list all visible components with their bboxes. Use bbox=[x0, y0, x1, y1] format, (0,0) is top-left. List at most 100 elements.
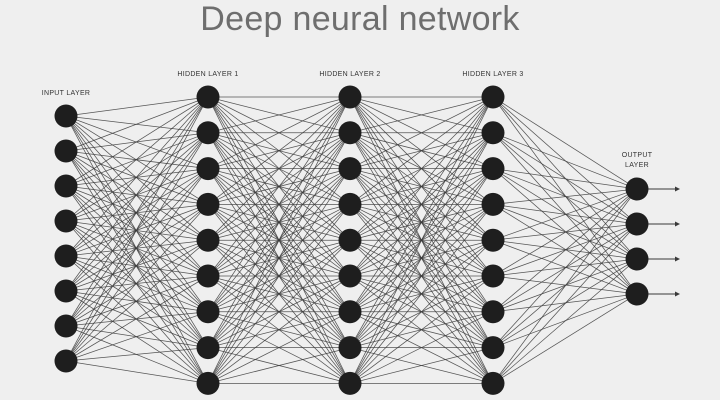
connection-l2-n8-to-l3-n6 bbox=[349, 311, 494, 384]
connection-l1-n3-to-l2-n0 bbox=[207, 96, 351, 205]
connection-l2-n8-to-l3-n7 bbox=[349, 347, 494, 384]
neuron-layer1-node4 bbox=[196, 228, 220, 252]
connection-l0-n2-to-l1-n4 bbox=[65, 185, 209, 241]
connection-l3-n4-to-l4-n0 bbox=[492, 188, 638, 241]
neuron-layer2-node6 bbox=[338, 300, 362, 324]
connection-l0-n4-to-l1-n7 bbox=[65, 255, 209, 348]
connection-l0-n5-to-l1-n8 bbox=[65, 290, 209, 384]
neuron-layer3-node6 bbox=[481, 300, 505, 324]
output-arrows bbox=[648, 186, 680, 297]
connection-l1-n8-to-l2-n3 bbox=[207, 204, 351, 384]
layer-label-4-line-0: OUTPUT bbox=[622, 152, 653, 159]
connection-l3-n5-to-l4-n0 bbox=[492, 188, 638, 277]
connection-l2-n8-to-l3-n2 bbox=[349, 168, 494, 384]
connection-l1-n8-to-l2-n5 bbox=[207, 275, 351, 384]
neuron-layer1-node2 bbox=[196, 157, 220, 181]
output-arrow-head-2 bbox=[675, 256, 680, 262]
connection-l2-n7-to-l3-n0 bbox=[349, 96, 494, 348]
neuron-layer3-node4 bbox=[481, 228, 505, 252]
neuron-layer1-node8 bbox=[196, 371, 220, 395]
connection-l3-n6-to-l4-n0 bbox=[492, 188, 638, 313]
connection-l0-n1-to-l1-n4 bbox=[65, 150, 209, 241]
connection-l1-n8-to-l2-n4 bbox=[207, 239, 351, 384]
connection-l0-n6-to-l1-n8 bbox=[65, 325, 209, 384]
connection-l1-n6-to-l2-n0 bbox=[207, 96, 351, 313]
layer-label-1-line-0: HIDDEN LAYER 1 bbox=[177, 71, 238, 78]
neuron-layer4-node0 bbox=[625, 177, 649, 201]
connection-l3-n8-to-l4-n2 bbox=[492, 258, 638, 384]
connection-l1-n8-to-l2-n0 bbox=[207, 96, 351, 384]
neurons bbox=[54, 85, 649, 395]
neuron-layer0-node6 bbox=[54, 314, 78, 338]
connection-l3-n8-to-l4-n0 bbox=[492, 188, 638, 384]
connection-l3-n4-to-l4-n3 bbox=[492, 239, 638, 295]
neuron-layer2-node3 bbox=[338, 192, 362, 216]
connection-l1-n7-to-l2-n0 bbox=[207, 96, 351, 348]
connection-l0-n4-to-l1-n6 bbox=[65, 255, 209, 313]
neuron-layer0-node0 bbox=[54, 104, 78, 128]
neuron-layer3-node7 bbox=[481, 336, 505, 360]
neuron-layer0-node7 bbox=[54, 349, 78, 373]
neuron-layer3-node1 bbox=[481, 121, 505, 145]
layer-label-2-line-0: HIDDEN LAYER 2 bbox=[319, 71, 380, 78]
connection-l1-n2-to-l2-n0 bbox=[207, 96, 351, 169]
connection-l1-n5-to-l2-n0 bbox=[207, 96, 351, 277]
connection-l3-n8-to-l4-n1 bbox=[492, 223, 638, 384]
output-arrow-head-1 bbox=[675, 221, 680, 227]
neuron-layer1-node5 bbox=[196, 264, 220, 288]
neuron-layer2-node1 bbox=[338, 121, 362, 145]
connection-l2-n8-to-l3-n1 bbox=[349, 132, 494, 384]
neuron-layer0-node1 bbox=[54, 139, 78, 163]
connection-l0-n2-to-l1-n3 bbox=[65, 185, 209, 205]
connection-l0-n0-to-l1-n2 bbox=[65, 115, 209, 169]
output-arrow-head-3 bbox=[675, 291, 680, 297]
connection-l0-n5-to-l1-n0 bbox=[65, 96, 209, 292]
connection-l0-n7-to-l1-n0 bbox=[65, 96, 209, 362]
connection-l2-n8-to-l3-n0 bbox=[349, 96, 494, 384]
connection-l0-n7-to-l1-n4 bbox=[65, 239, 209, 362]
connection-l2-n6-to-l3-n0 bbox=[349, 96, 494, 313]
connection-l1-n1-to-l2-n0 bbox=[207, 96, 351, 134]
neuron-layer1-node0 bbox=[196, 85, 220, 109]
connection-l1-n8-to-l2-n7 bbox=[207, 347, 351, 384]
connection-l0-n7-to-l1-n2 bbox=[65, 168, 209, 362]
connection-l0-n3-to-l1-n4 bbox=[65, 220, 209, 241]
neuron-layer3-node0 bbox=[481, 85, 505, 109]
connection-l0-n7-to-l1-n7 bbox=[65, 347, 209, 362]
connection-l0-n4-to-l1-n0 bbox=[65, 96, 209, 257]
neuron-layer1-node7 bbox=[196, 336, 220, 360]
connection-l0-n6-to-l1-n7 bbox=[65, 325, 209, 348]
connection-l2-n5-to-l3-n0 bbox=[349, 96, 494, 277]
connection-l3-n8-to-l4-n3 bbox=[492, 293, 638, 384]
connection-l0-n1-to-l1-n3 bbox=[65, 150, 209, 205]
neuron-layer3-node5 bbox=[481, 264, 505, 288]
connection-l2-n8-to-l3-n5 bbox=[349, 275, 494, 384]
connection-l2-n1-to-l3-n0 bbox=[349, 96, 494, 134]
neuron-layer2-node0 bbox=[338, 85, 362, 109]
neuron-layer0-node2 bbox=[54, 174, 78, 198]
connection-l3-n3-to-l4-n0 bbox=[492, 188, 638, 205]
diagram-title: Deep neural network bbox=[200, 0, 520, 38]
neuron-layer1-node1 bbox=[196, 121, 220, 145]
connection-l1-n8-to-l2-n6 bbox=[207, 311, 351, 384]
connections bbox=[65, 96, 638, 384]
connection-l3-n4-to-l4-n2 bbox=[492, 239, 638, 260]
neuron-layer0-node4 bbox=[54, 244, 78, 268]
neuron-layer4-node3 bbox=[625, 282, 649, 306]
neuron-layer4-node1 bbox=[625, 212, 649, 236]
neuron-layer2-node4 bbox=[338, 228, 362, 252]
connection-l0-n7-to-l1-n5 bbox=[65, 275, 209, 362]
neuron-layer0-node5 bbox=[54, 279, 78, 303]
connection-l3-n7-to-l4-n0 bbox=[492, 188, 638, 348]
neuron-layer1-node6 bbox=[196, 300, 220, 324]
output-arrow-head-0 bbox=[675, 186, 680, 192]
connection-l3-n2-to-l4-n1 bbox=[492, 168, 638, 225]
connection-l0-n7-to-l1-n6 bbox=[65, 311, 209, 362]
neuron-layer4-node2 bbox=[625, 247, 649, 271]
connection-l0-n7-to-l1-n1 bbox=[65, 132, 209, 362]
connection-l0-n4-to-l1-n5 bbox=[65, 255, 209, 277]
neuron-layer2-node2 bbox=[338, 157, 362, 181]
connection-l0-n0-to-l1-n3 bbox=[65, 115, 209, 205]
neuron-layer3-node2 bbox=[481, 157, 505, 181]
